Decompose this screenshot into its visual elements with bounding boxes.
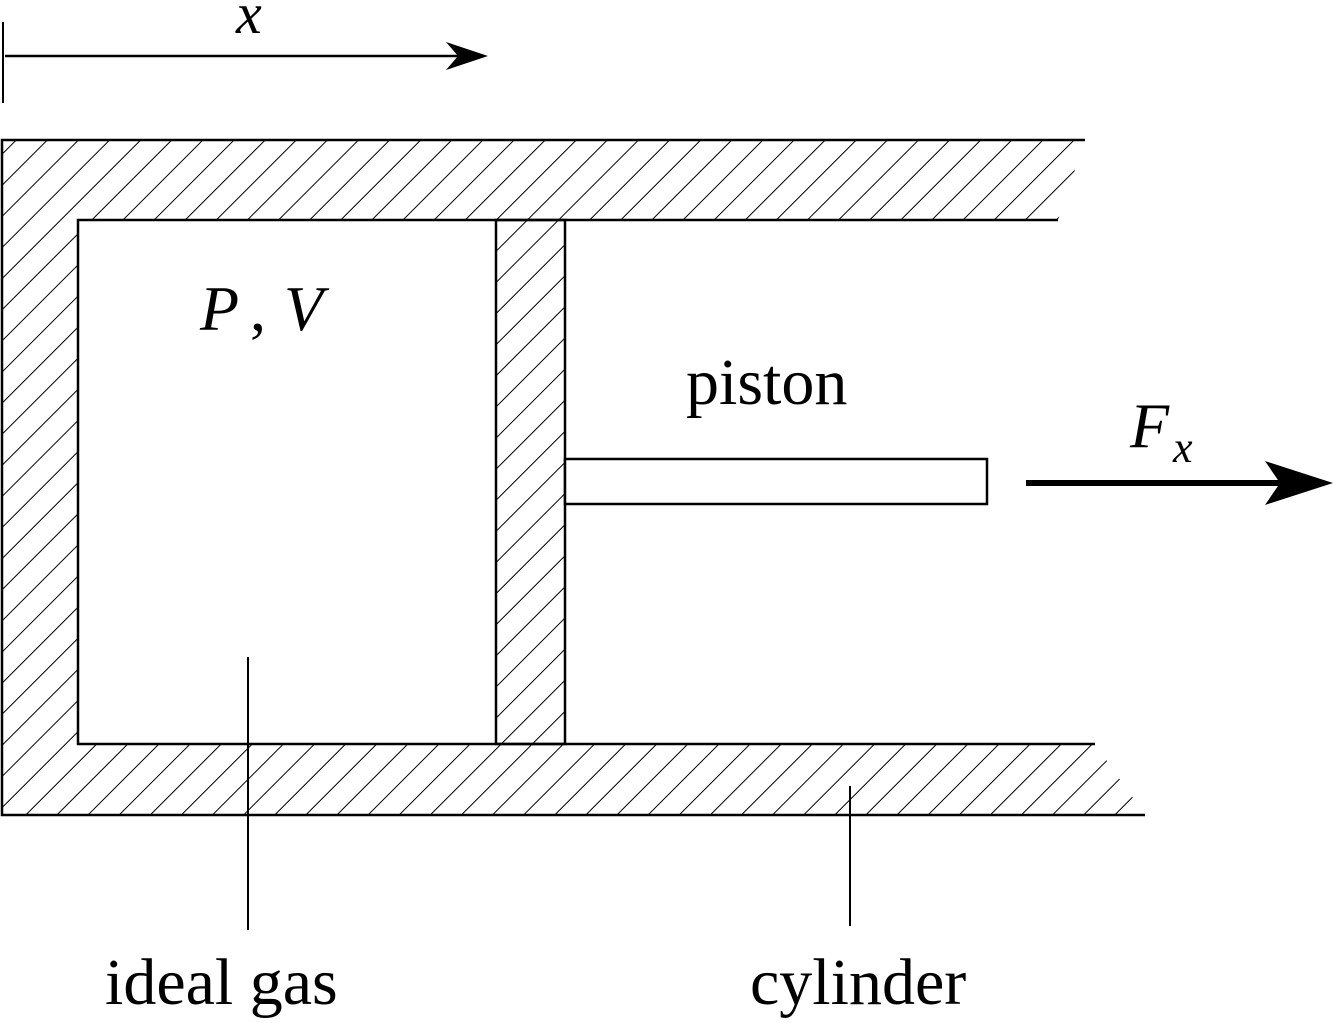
pressure-symbol: P (199, 273, 238, 344)
x-axis-label: x (235, 0, 262, 46)
piston-rod (563, 457, 989, 506)
x-axis-indicator (2, 22, 488, 103)
state-label: P , V (199, 273, 330, 344)
cylinder-label: cylinder (750, 946, 966, 1019)
force-subscript: x (1172, 423, 1193, 472)
volume-symbol: V (284, 273, 330, 344)
x-axis-arrow-head (446, 42, 488, 70)
force-arrow (1026, 461, 1333, 505)
piston-label: piston (686, 346, 847, 419)
force-symbol: F (1129, 390, 1170, 461)
cylinder-wall (0, 138, 1145, 817)
piston-head (494, 218, 567, 746)
gas-label: ideal gas (105, 946, 338, 1019)
state-separator: , (250, 273, 266, 344)
force-label: F x (1129, 390, 1193, 472)
